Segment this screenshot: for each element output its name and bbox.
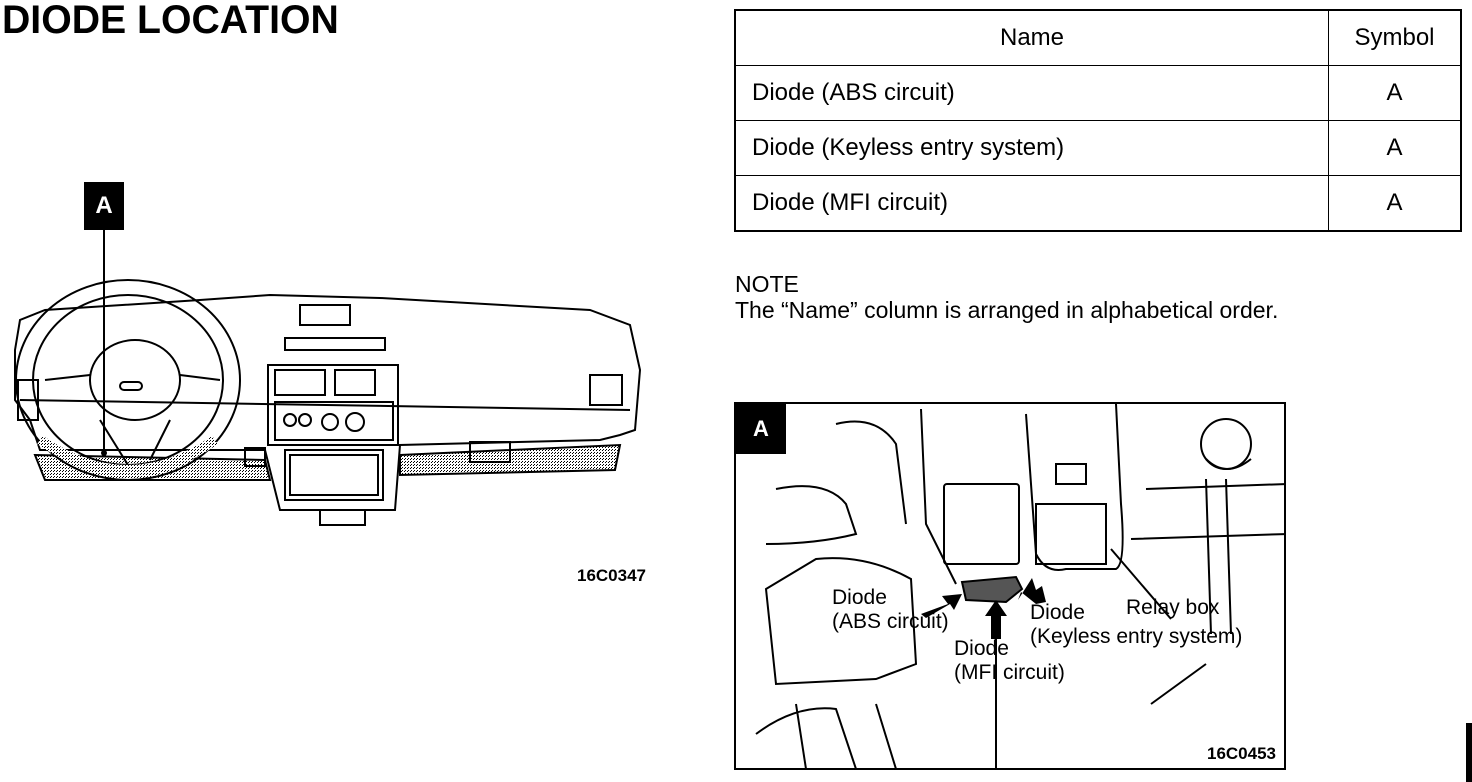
label-diode-keyless: Diode (Keyless entry system) (1030, 601, 1242, 649)
table-row: Diode (MFI circuit) A (734, 175, 1462, 232)
label-diode-abs-line1: Diode (832, 586, 887, 609)
cell-symbol: A (1328, 65, 1462, 121)
label-diode-mfi-line1: Diode (954, 637, 1009, 660)
label-diode-keyless-line1: Diode (1030, 601, 1085, 624)
label-diode-abs: Diode (ABS circuit) (832, 586, 949, 634)
note-block: NOTE The “Name” column is arranged in al… (735, 271, 1278, 323)
location-tag-a: A (84, 182, 124, 230)
label-relay-box: Relay box (1126, 596, 1220, 619)
column-header-name: Name (734, 9, 1329, 66)
label-diode-mfi: Diode (MFI circuit) (954, 637, 1065, 685)
cell-name: Diode (ABS circuit) (734, 65, 1329, 121)
leader-line (101, 230, 107, 456)
table-row: Diode (Keyless entry system) A (734, 120, 1462, 176)
dashboard-illustration: A (0, 170, 680, 530)
label-diode-keyless-line2: (Keyless entry system) (1030, 625, 1243, 648)
page-edge-marker (1466, 723, 1472, 782)
note-text: The “Name” column is arranged in alphabe… (735, 297, 1279, 323)
table-row: Diode (ABS circuit) A (734, 65, 1462, 121)
figure-code-overview: 16C0347 (577, 566, 647, 585)
cell-name: Diode (MFI circuit) (734, 175, 1329, 232)
cell-name: Diode (Keyless entry system) (734, 120, 1329, 176)
cell-symbol: A (1328, 120, 1462, 176)
label-diode-abs-line2: (ABS circuit) (832, 610, 949, 633)
page-title: DIODE LOCATION (2, 0, 339, 42)
figure-code-detail: 16C0453 (1206, 744, 1276, 763)
dashboard-drawing (14, 279, 642, 526)
column-header-symbol: Symbol (1328, 9, 1462, 66)
detail-tag-a: A (736, 404, 786, 454)
table-header-row: Name Symbol (734, 9, 1462, 66)
relay-box-drawing (755, 404, 1284, 768)
diode-table: Name Symbol Diode (ABS circuit) A Diode … (734, 9, 1462, 232)
detail-illustration: A Diode (ABS circuit) Diode (MFI circuit… (734, 402, 1286, 770)
label-diode-mfi-line2: (MFI circuit) (954, 661, 1065, 684)
note-heading: NOTE (735, 271, 799, 297)
cell-symbol: A (1328, 175, 1462, 232)
